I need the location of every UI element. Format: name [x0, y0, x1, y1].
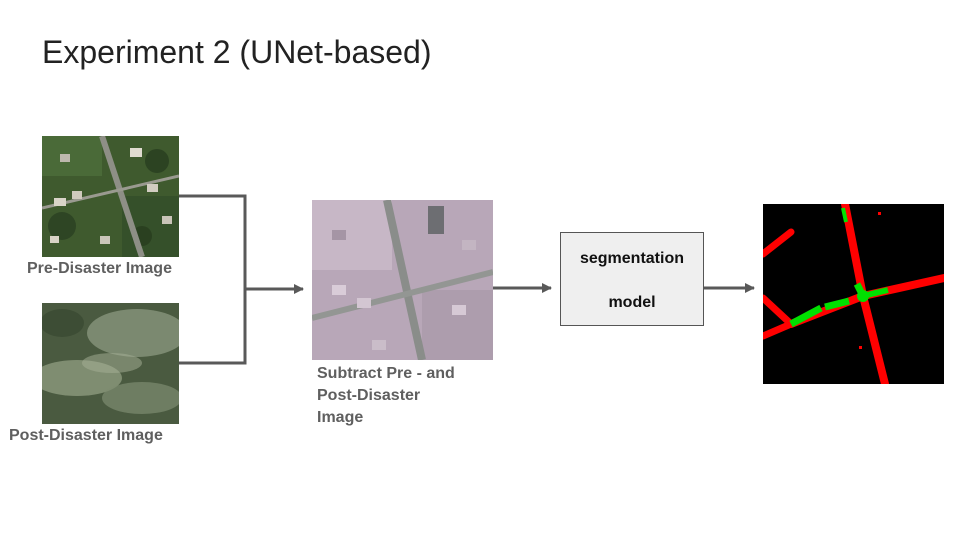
- difference-caption-line-1: Subtract Pre - and: [317, 365, 455, 382]
- segmentation-output-mask: [763, 204, 944, 384]
- pre-disaster-caption: Pre-Disaster Image: [27, 260, 172, 277]
- post-disaster-caption: Post-Disaster Image: [9, 427, 163, 444]
- difference-image: [312, 200, 493, 360]
- model-box-line-2: model: [608, 294, 656, 311]
- difference-caption-line-3: Image: [317, 409, 364, 426]
- slide-title: Experiment 2 (UNet-based): [42, 34, 432, 70]
- difference-caption: Subtract Pre - and Post-Disaster Image: [317, 363, 455, 429]
- segmentation-model-box: segmentation model: [560, 232, 704, 326]
- model-box-line-1: segmentation: [579, 250, 684, 267]
- post-disaster-image: [42, 303, 179, 424]
- pre-disaster-image: [42, 136, 179, 257]
- difference-caption-line-2: Post-Disaster: [317, 387, 421, 404]
